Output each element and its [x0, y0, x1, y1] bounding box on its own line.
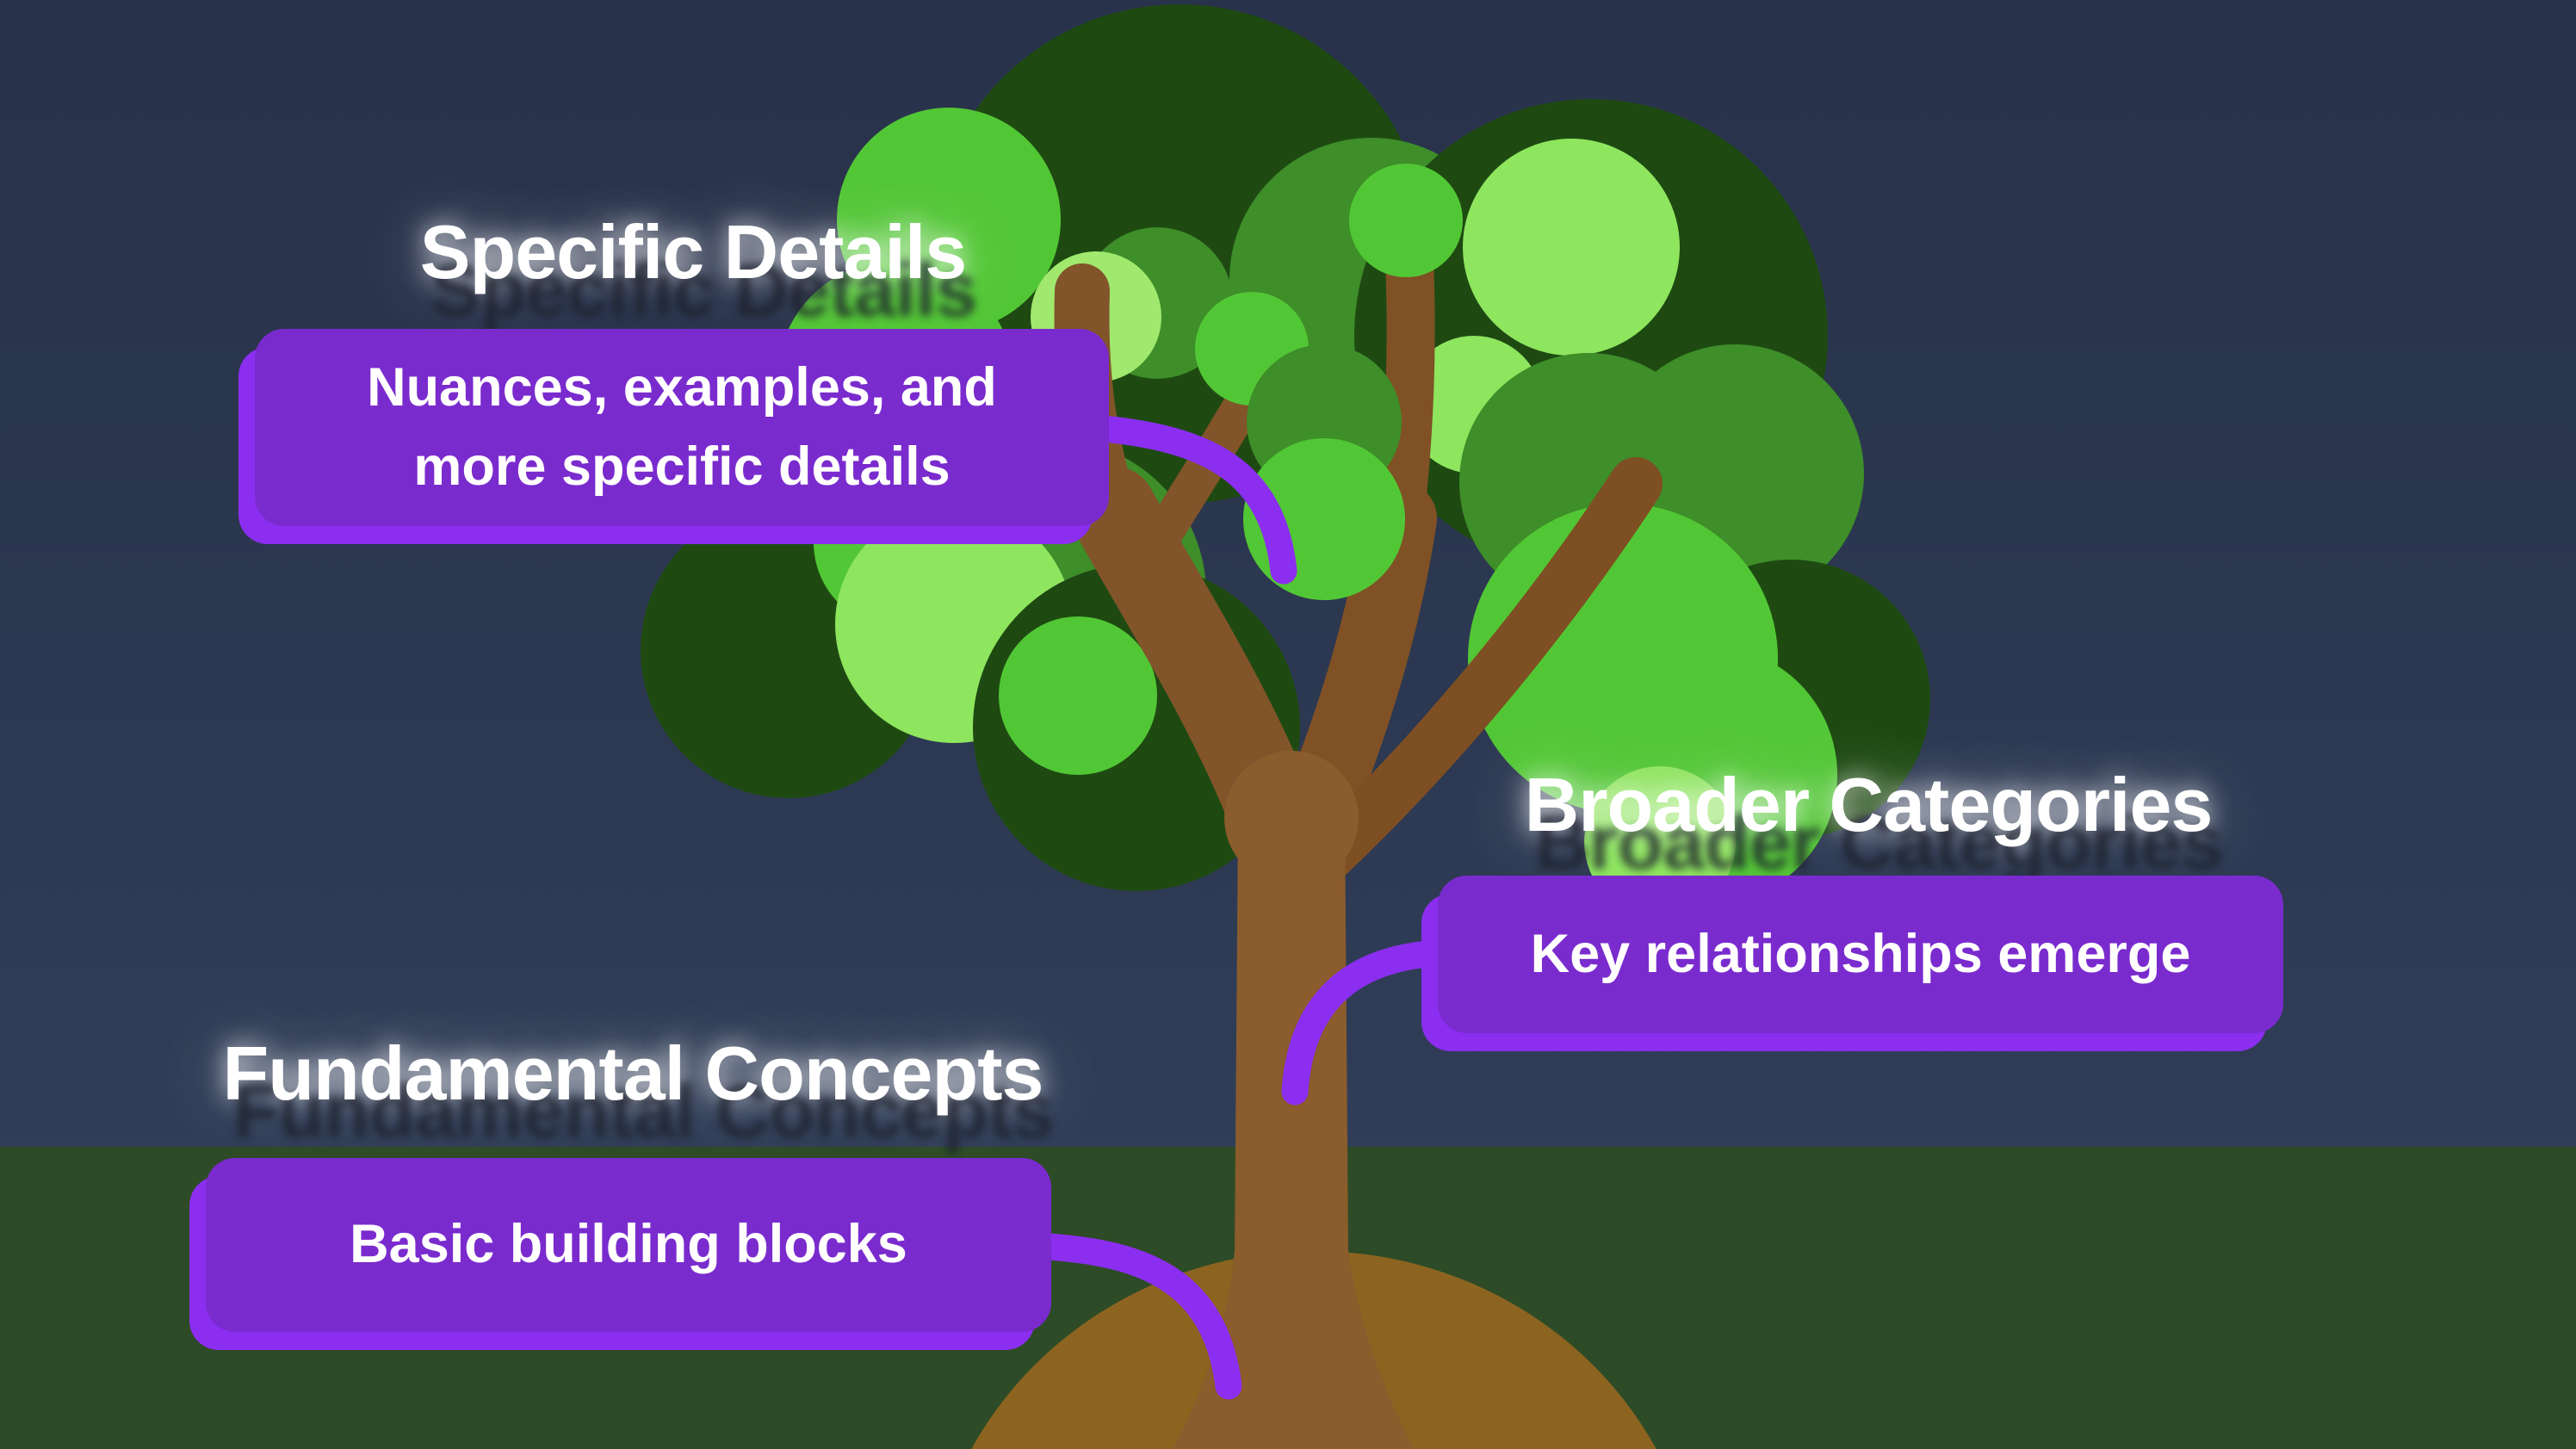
connector-specific-details [1090, 415, 1297, 585]
callout-title-specific-details: Specific Details [419, 209, 968, 294]
branch-upper-right [1374, 236, 1435, 560]
callout-title-fundamental-concepts: Fundamental Concepts [222, 1031, 1044, 1116]
callout-box-fundamental-concepts: Basic building blocks [206, 1158, 1051, 1332]
branch-fork [1128, 373, 1269, 580]
callout-text-line: Key relationships emerge [1530, 923, 2191, 984]
callout-text-line: Basic building blocks [350, 1214, 907, 1275]
canopy-circle [1463, 139, 1680, 356]
trunk [1173, 820, 1414, 1449]
callout-box-broader-categories: Key relationships emerge [1438, 876, 2283, 1033]
canopy-circle [1349, 164, 1463, 277]
canopy-circle [999, 616, 1157, 775]
connectors [1035, 415, 1453, 1400]
connector-fundamental-concepts [1035, 1233, 1242, 1400]
connector-broader-categories [1281, 939, 1453, 1105]
callout-text-line: Nuances, examples, and [367, 357, 997, 418]
callout-box-specific-details: Nuances, examples, and more specific det… [255, 329, 1109, 526]
callout-title-broader-categories: Broader Categories [1524, 762, 2214, 847]
callout-text-line: more specific details [413, 436, 951, 497]
